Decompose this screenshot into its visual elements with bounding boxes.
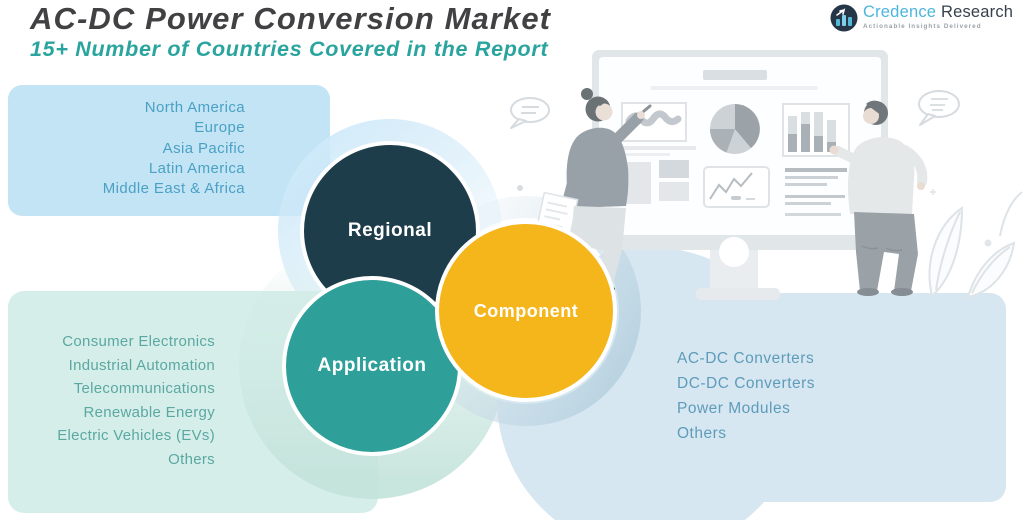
list-item: North America bbox=[144, 99, 245, 116]
dot-decoration bbox=[984, 239, 992, 247]
dot-decoration bbox=[517, 185, 523, 191]
monitor-stand bbox=[696, 288, 780, 300]
list-item: Consumer Electronics bbox=[62, 333, 215, 350]
trend-chart-icon bbox=[703, 166, 770, 208]
list-item: Asia Pacific bbox=[162, 139, 245, 157]
page-title: AC-DC Power Conversion Market bbox=[30, 1, 552, 36]
logo-tagline: Actionable Insights Delivered bbox=[863, 23, 982, 30]
list-item: Europe bbox=[194, 119, 245, 137]
logo: Credence Research Actionable Insights De… bbox=[830, 4, 1013, 32]
list-item: Latin America bbox=[148, 159, 245, 177]
list-item: Industrial Automation bbox=[68, 356, 215, 374]
page-subtitle: 15+ Number of Countries Covered in the R… bbox=[30, 37, 549, 61]
list-item: Middle East & Africa bbox=[102, 180, 245, 198]
list-item: AC-DC Converters bbox=[677, 350, 815, 367]
list-item: Telecommunications bbox=[73, 380, 215, 398]
regional-circle-label: Regional bbox=[347, 220, 433, 241]
board-text-lines bbox=[785, 168, 847, 216]
list-item: Renewable Energy bbox=[83, 403, 215, 421]
speech-bubble-right bbox=[918, 90, 960, 126]
presenter-man bbox=[829, 100, 928, 296]
list-item: Others bbox=[168, 450, 215, 468]
component-list: AC-DC Converters DC-DC Converters Power … bbox=[677, 351, 907, 451]
application-circle: Application bbox=[282, 276, 462, 456]
brand-research: Research bbox=[940, 3, 1014, 21]
speech-bubble-left bbox=[510, 97, 550, 129]
brand-name: Credence Research bbox=[863, 3, 1013, 21]
board-title-block bbox=[650, 70, 818, 90]
logo-text: Credence Research Actionable Insights De… bbox=[863, 4, 1013, 30]
sparkle-icon bbox=[930, 189, 936, 195]
regional-list: North America Europe Asia Pacific Latin … bbox=[30, 100, 245, 201]
pie-chart-icon bbox=[710, 104, 760, 154]
application-list: Consumer Electronics Industrial Automati… bbox=[30, 334, 215, 476]
list-item: Power Modules bbox=[677, 400, 791, 418]
leaves-decoration bbox=[928, 191, 1023, 299]
list-item: DC-DC Converters bbox=[677, 375, 816, 393]
component-circle: Component bbox=[435, 220, 617, 402]
brand-credence: Credence bbox=[863, 3, 937, 21]
bar-chart-logo-icon bbox=[830, 4, 858, 32]
application-circle-label: Application bbox=[317, 355, 427, 376]
list-item: Others bbox=[677, 425, 727, 443]
list-item: Electric Vehicles (EVs) bbox=[57, 427, 215, 445]
component-circle-label: Component bbox=[473, 300, 579, 321]
